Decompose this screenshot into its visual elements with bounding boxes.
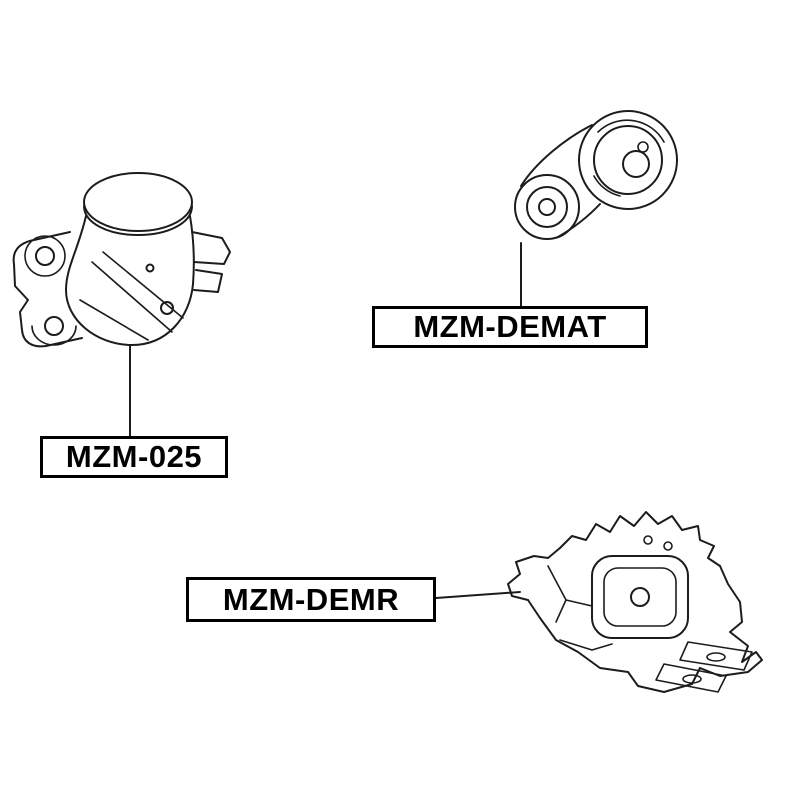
torque-rod-mount-drawing: [514, 110, 678, 240]
part-label-mzm-demat: MZM-DEMAT: [372, 306, 648, 348]
leader-line-mzm-demr: [435, 591, 521, 599]
part-label-text: MZM-DEMAT: [413, 309, 607, 344]
front-engine-mount-drawing: [12, 172, 231, 348]
part-label-mzm-025: MZM-025: [40, 436, 228, 478]
part-label-text: MZM-025: [65, 439, 203, 474]
rear-engine-mount-drawing: [507, 511, 763, 693]
part-label-text: MZM-DEMR: [222, 581, 400, 617]
part-label-mzm-demr: MZM-DEMR: [186, 577, 436, 622]
